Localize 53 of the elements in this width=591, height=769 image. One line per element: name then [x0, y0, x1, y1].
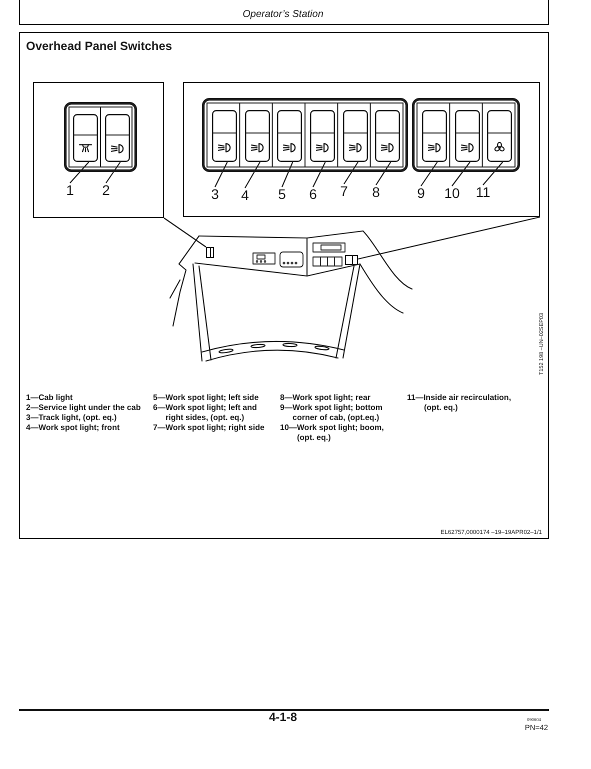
leader-line [376, 162, 392, 186]
leader-line [420, 162, 438, 186]
page-number: 4-1-8 [269, 710, 297, 724]
callout-number: 3 [211, 187, 219, 202]
callout-number: 11 [476, 185, 490, 200]
rocker-switch [342, 110, 368, 162]
callout-number: 6 [309, 187, 317, 202]
rocker-switch [104, 114, 130, 162]
rocker-switch [422, 110, 447, 162]
key-entry: 8—Work spot light; rear [280, 393, 372, 403]
callout-number: 4 [241, 188, 249, 203]
leader-line [70, 162, 90, 184]
key-entry: 10—Work spot light; boom, (opt. eq.) [280, 423, 385, 443]
callout-number: 9 [417, 186, 425, 201]
key-entry: 5—Work spot light; left side [153, 393, 260, 403]
leader-line [358, 216, 540, 260]
inset-frame [33, 82, 164, 218]
leader-line [482, 162, 504, 186]
rocker-switch [487, 110, 512, 162]
running-header: Operator’s Station [242, 9, 324, 21]
key-entry: 9—Work spot light; bottom corner of cab, (opt.eq.) [280, 403, 384, 423]
switch-panel [345, 255, 358, 265]
callout-number: 8 [372, 185, 380, 200]
rocker-switch [73, 114, 98, 162]
rocker-switch [310, 110, 335, 162]
callout-number: 2 [102, 183, 110, 198]
switch-housing [206, 247, 214, 258]
rocker-switch [277, 110, 302, 162]
callout-number: 5 [278, 187, 286, 202]
key-entry: 11—Inside air recirculation, (opt. eq.) [407, 393, 512, 413]
key-entry: 2—Service light under the cab [26, 403, 142, 413]
rocker-switch [375, 110, 400, 162]
rocker-switch [212, 110, 237, 162]
key-entry: 4—Work spot light; front [26, 423, 121, 433]
callout-number: 1 [66, 183, 74, 198]
leader-line [452, 162, 470, 186]
inset-frame [183, 82, 540, 217]
leader-line [282, 162, 294, 188]
key-entry: 6—Work spot light; left and right sides, (opt. eq.) [153, 403, 258, 423]
key-entry: 1—Cab light [26, 393, 74, 403]
leader-line [244, 162, 260, 188]
callout-number: 7 [340, 184, 348, 199]
leader-line [344, 162, 358, 184]
leader-line [214, 162, 228, 188]
section-heading: Overhead Panel Switches [26, 39, 172, 53]
leader-line [312, 162, 326, 188]
rocker-switch [244, 110, 270, 162]
rocker-switch [454, 110, 480, 162]
key-entry: 3—Track light, (opt. eq.) [26, 413, 118, 423]
callout-number: 10 [444, 186, 460, 201]
leader-line [106, 162, 121, 184]
leader-line [164, 218, 206, 248]
key-entry: 7—Work spot light; right side [153, 423, 266, 433]
